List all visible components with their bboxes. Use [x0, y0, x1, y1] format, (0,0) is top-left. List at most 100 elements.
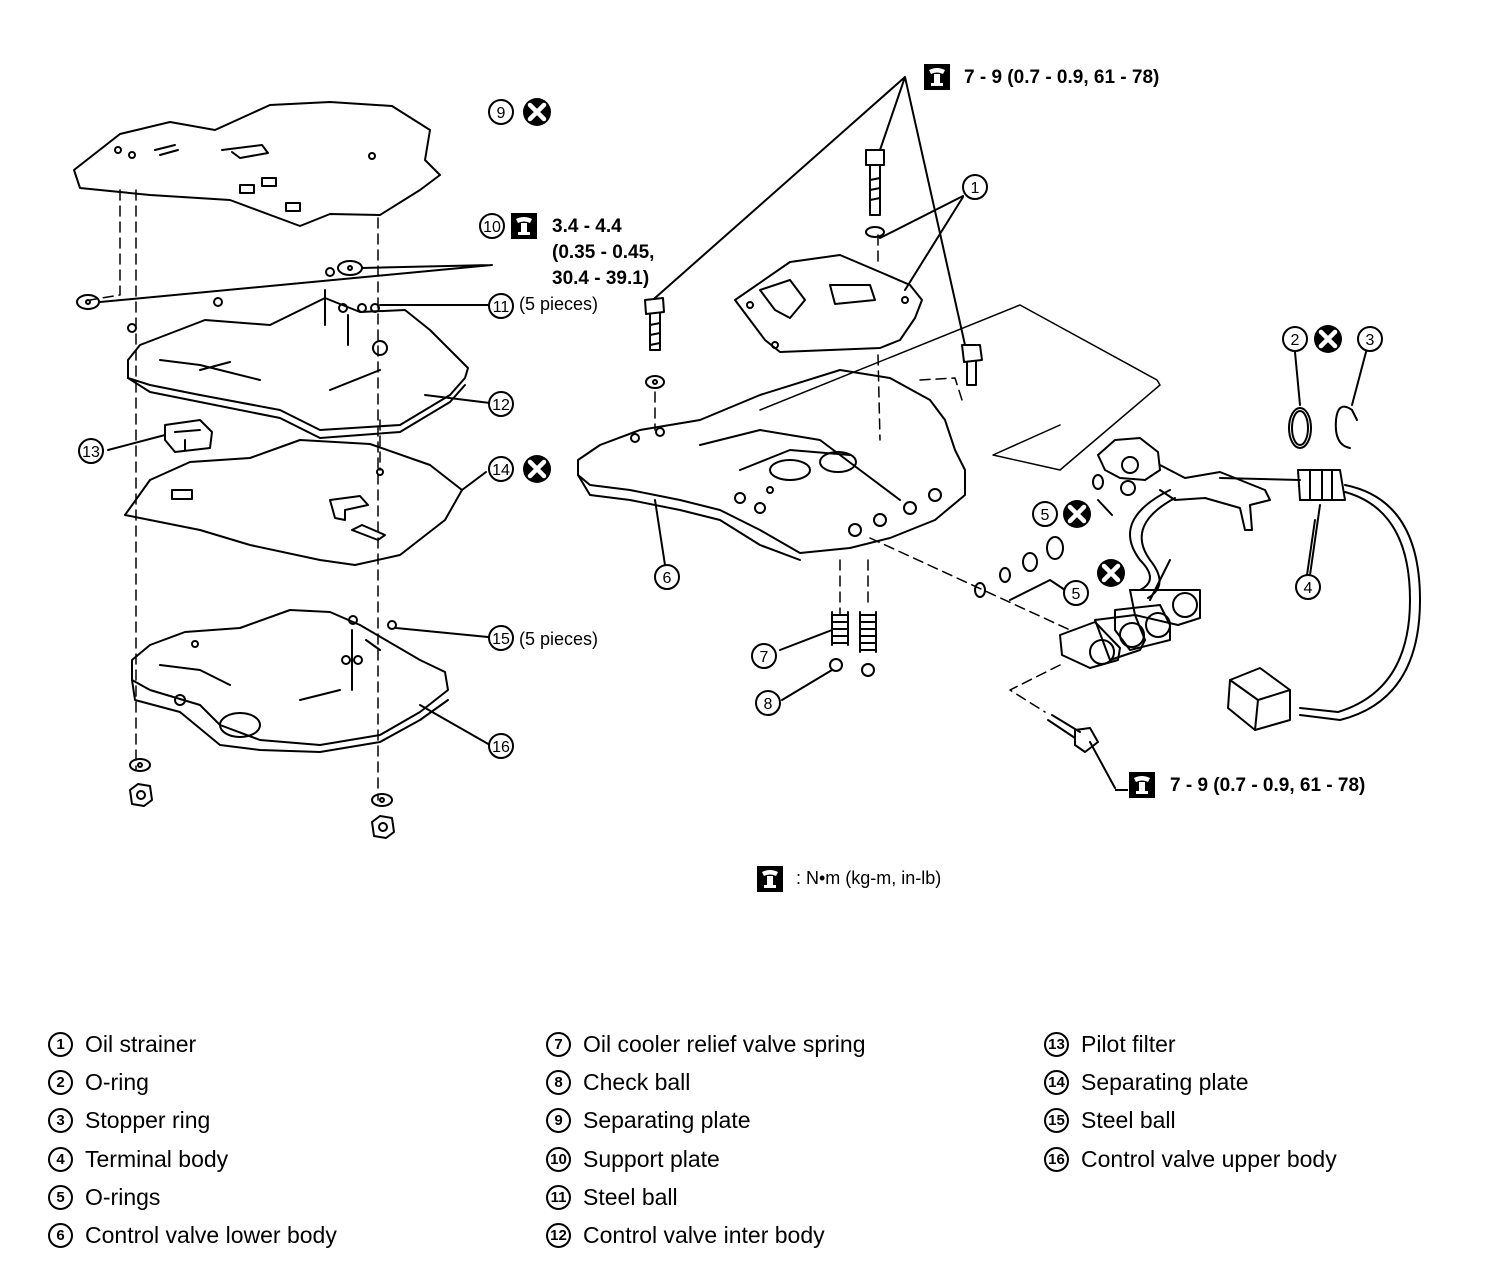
legend-number: 15: [1044, 1108, 1069, 1134]
legend-number: 8: [546, 1069, 571, 1095]
legend-column-1: 1 Oil strainer 2 O-ring 3 Stopper ring 4 Ter…: [48, 1025, 337, 1255]
legend-item: 5 O-rings: [48, 1178, 337, 1216]
torque-spec-support-plate-3: 30.4 - 39.1): [552, 268, 649, 289]
legend-column-3: 13 Pilot filter 14 Separating plate 15 Stee…: [1044, 1025, 1337, 1178]
torque-wrench-icon: [924, 64, 950, 90]
legend-number: 4: [48, 1146, 73, 1172]
legend-label: Separating plate: [1081, 1068, 1249, 1095]
torque-spec-support-plate-2: (0.35 - 0.45,: [552, 242, 654, 263]
callout-3: 3: [1366, 332, 1375, 349]
callout-14: 14: [492, 462, 510, 479]
legend-item: 3 Stopper ring: [48, 1102, 337, 1140]
relief-valve-springs-7: [779, 611, 877, 653]
callout-5b: 5: [1072, 586, 1081, 603]
legend-number: 3: [48, 1108, 73, 1134]
legend-label: Check ball: [583, 1068, 691, 1095]
legend-number: 6: [48, 1223, 73, 1249]
legend-item: 14 Separating plate: [1044, 1063, 1337, 1101]
torque-wrench-icon: [757, 866, 783, 892]
legend-number: 1: [48, 1031, 73, 1057]
callout-15: 15: [492, 631, 510, 648]
bolt-right: [961, 344, 983, 386]
legend-number: 14: [1044, 1069, 1069, 1095]
legend-number: 9: [546, 1108, 571, 1134]
legend-label: Stopper ring: [85, 1107, 211, 1134]
callout-11: 11: [493, 299, 510, 316]
o-ring-2: [1288, 351, 1312, 449]
callout-9: 9: [497, 105, 506, 122]
do-not-reuse-icon: [523, 455, 551, 483]
legend-number: 2: [48, 1069, 73, 1095]
legend-label: Oil strainer: [85, 1030, 197, 1057]
legend-number: 12: [546, 1223, 571, 1249]
legend-item: 6 Control valve lower body: [48, 1216, 337, 1254]
legend-label: Pilot filter: [1081, 1030, 1176, 1057]
legend-number: 16: [1044, 1146, 1069, 1172]
callout-6: 6: [663, 570, 672, 587]
legend-item: 11 Steel ball: [546, 1178, 866, 1216]
legend-label: Separating plate: [583, 1107, 751, 1134]
callout-7: 7: [760, 649, 769, 666]
pieces-note-15: (5 pieces): [519, 629, 598, 649]
terminal-body-harness-4: [1059, 437, 1421, 731]
legend-label: Control valve upper body: [1081, 1145, 1337, 1172]
torque-wrench-icon: [1129, 772, 1155, 798]
control-valve-inter-body-12: [127, 297, 491, 439]
control-valve-upper-body-16: [131, 609, 491, 753]
torque-spec-bottom: 7 - 9 (0.7 - 0.9, 61 - 78): [1170, 775, 1365, 796]
legend-label: Control valve lower body: [85, 1222, 337, 1249]
legend-label: Terminal body: [85, 1145, 229, 1172]
legend-label: Control valve inter body: [583, 1222, 825, 1249]
oil-strainer-1: [734, 196, 964, 353]
stopper-ring-3: [1334, 351, 1367, 449]
pilot-filter-13: [107, 419, 213, 453]
legend-item: 8 Check ball: [546, 1063, 866, 1101]
do-not-reuse-icon: [1063, 500, 1091, 528]
legend-label: Steel ball: [583, 1183, 678, 1210]
legend-label: O-rings: [85, 1183, 161, 1210]
control-valve-lower-body-6: [577, 369, 966, 566]
do-not-reuse-icon: [1314, 325, 1342, 353]
separating-plate-9: [73, 101, 441, 227]
separating-plate-14: [124, 439, 487, 566]
legend-item: 9 Separating plate: [546, 1102, 866, 1140]
callout-8: 8: [764, 696, 773, 713]
torque-spec-top: 7 - 9 (0.7 - 0.9, 61 - 78): [964, 67, 1159, 88]
callout-13: 13: [82, 444, 100, 461]
legend-label: Support plate: [583, 1145, 720, 1172]
torque-wrench-icon: [511, 213, 537, 239]
legend-number: 10: [546, 1146, 571, 1172]
legend-number: 11: [546, 1184, 571, 1210]
o-rings-5: [869, 474, 1113, 631]
callout-10: 10: [483, 219, 501, 236]
legend-label: O-ring: [85, 1068, 149, 1095]
callout-16: 16: [492, 739, 510, 756]
legend-item: 10 Support plate: [546, 1140, 866, 1178]
bolt-upper-center: [865, 149, 885, 238]
legend-item: 15 Steel ball: [1044, 1102, 1337, 1140]
callout-5a: 5: [1041, 507, 1050, 524]
legend-number: 13: [1044, 1031, 1069, 1057]
legend-label: Steel ball: [1081, 1107, 1176, 1134]
torque-spec-support-plate-1: 3.4 - 4.4: [552, 216, 622, 237]
callout-12: 12: [492, 397, 510, 414]
torque-unit-note: : N•m (kg-m, in-lb): [796, 868, 941, 888]
legend-item: 13 Pilot filter: [1044, 1025, 1337, 1063]
do-not-reuse-icon: [1097, 559, 1125, 587]
bolt-left: [644, 297, 665, 389]
bolt-bottom: [1047, 714, 1116, 789]
legend-number: 5: [48, 1184, 73, 1210]
check-balls-8: [781, 658, 875, 701]
pieces-note-11: (5 pieces): [519, 294, 598, 314]
callout-1: 1: [971, 180, 980, 197]
legend-item: 2 O-ring: [48, 1063, 337, 1101]
legend-item: 1 Oil strainer: [48, 1025, 337, 1063]
legend-item: 12 Control valve inter body: [546, 1216, 866, 1254]
do-not-reuse-icon: [523, 98, 551, 126]
legend-label: Oil cooler relief valve spring: [583, 1030, 866, 1057]
legend-item: 4 Terminal body: [48, 1140, 337, 1178]
callout-4: 4: [1304, 580, 1313, 597]
